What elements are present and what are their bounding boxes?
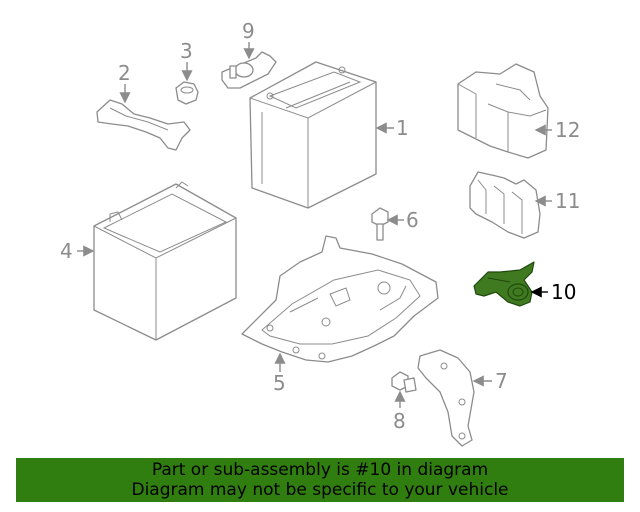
callout-2[interactable]: 2 (118, 61, 131, 85)
callout-10[interactable]: 10 (551, 280, 576, 304)
callout-8[interactable]: 8 (393, 409, 406, 433)
callout-3[interactable]: 3 (180, 39, 193, 63)
part-5-tray[interactable] (241, 235, 439, 363)
part-4-battery-box[interactable] (93, 181, 237, 341)
callout-12[interactable]: 12 (555, 118, 580, 142)
leader-lines (77, 42, 552, 408)
part-8-bolt[interactable] (391, 371, 417, 393)
part-10-terminal[interactable] (473, 261, 535, 307)
part-12-terminal-cover[interactable] (457, 63, 549, 159)
callout-9[interactable]: 9 (242, 19, 255, 43)
callout-numbers: 2 3 9 1 12 11 6 4 5 10 7 8 (60, 19, 580, 433)
callout-1[interactable]: 1 (396, 116, 409, 140)
callout-7[interactable]: 7 (495, 369, 508, 393)
callout-4[interactable]: 4 (60, 239, 73, 263)
part-11-terminal-cover[interactable] (469, 171, 541, 239)
banner-line-1: Part or sub-assembly is #10 in diagram (151, 460, 489, 480)
part-1-battery[interactable] (249, 61, 377, 209)
part-6-bolt[interactable] (371, 207, 389, 241)
part-3-nut[interactable] (175, 81, 199, 105)
callout-6[interactable]: 6 (406, 208, 419, 232)
callout-5[interactable]: 5 (273, 371, 286, 395)
callout-11[interactable]: 11 (555, 189, 580, 213)
part-7-bracket[interactable] (417, 349, 475, 447)
info-banner: Part or sub-assembly is #10 in diagram D… (16, 458, 624, 502)
part-2-hold-down-bracket[interactable] (96, 99, 191, 151)
banner-line-2: Diagram may not be specific to your vehi… (131, 480, 509, 500)
part-9-terminal[interactable] (221, 51, 277, 89)
